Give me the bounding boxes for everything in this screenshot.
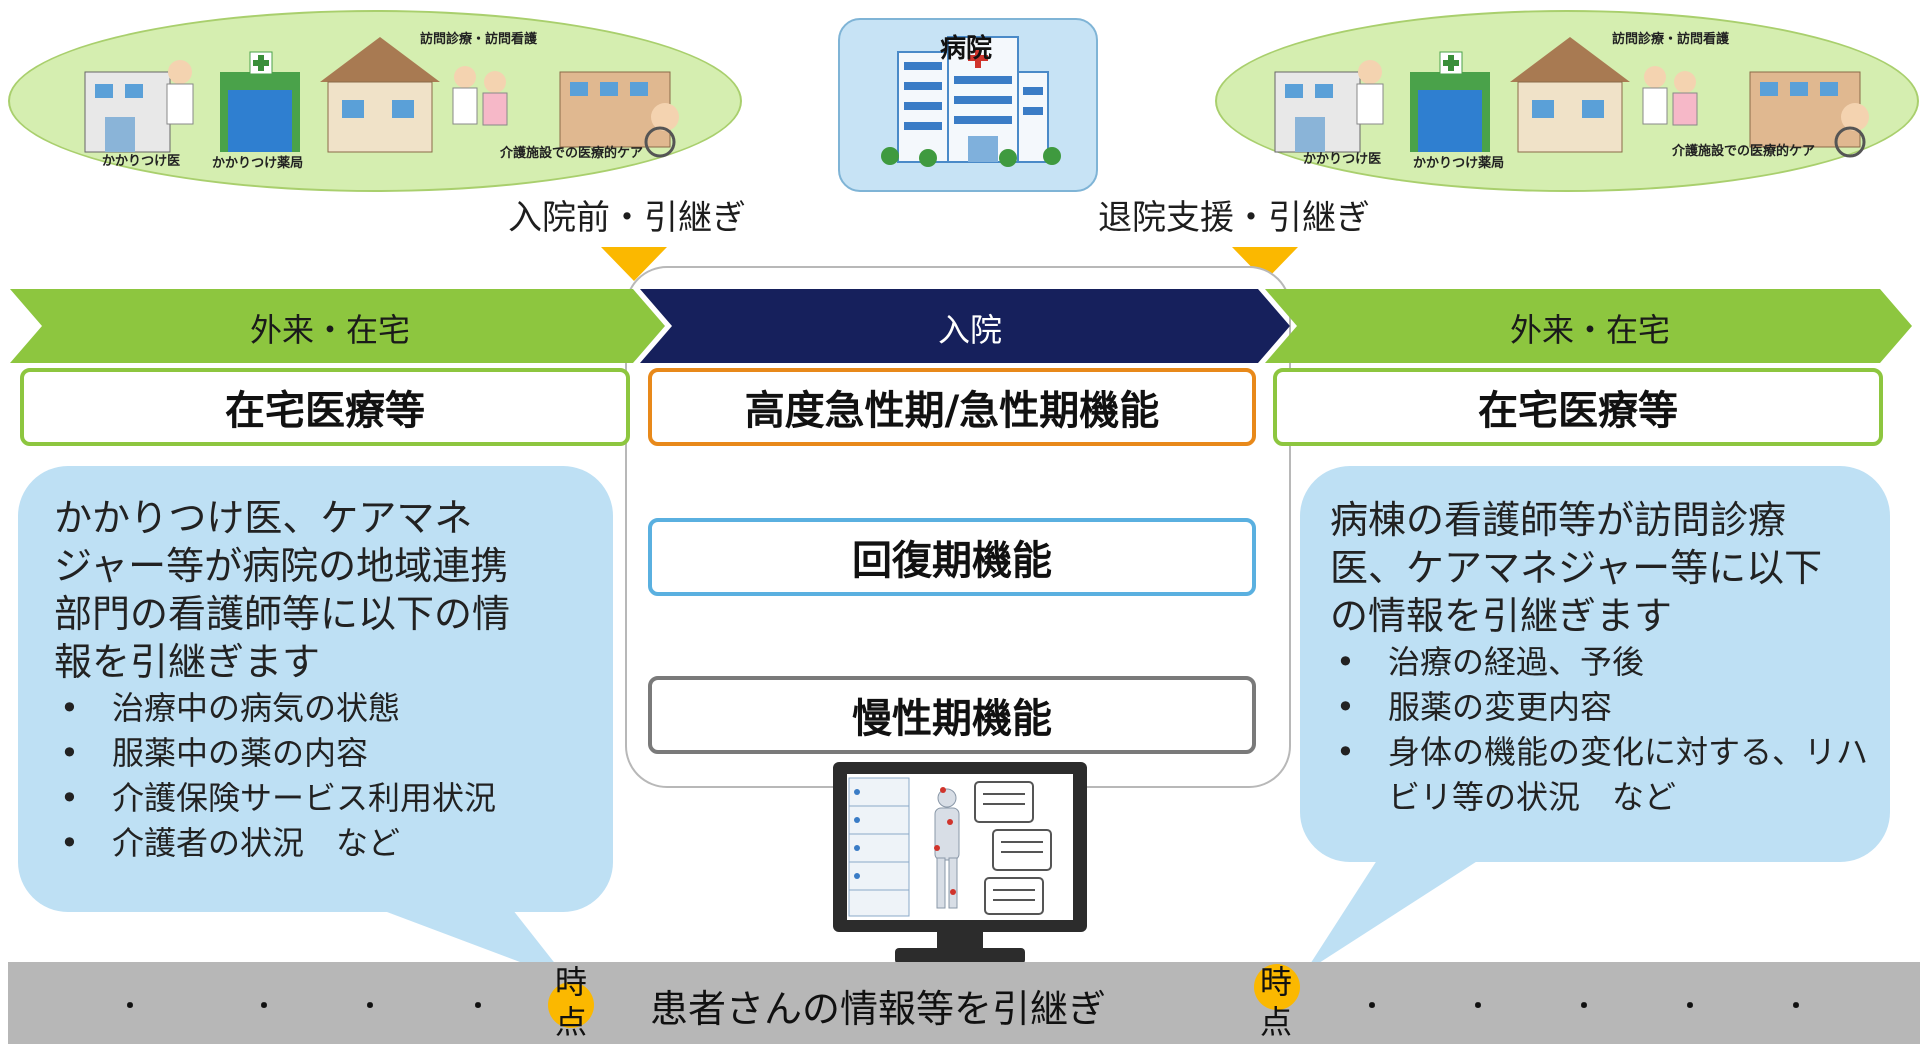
label-pharmacy: かかりつけ薬局 xyxy=(1413,156,1505,171)
label-home-visit: 訪問診療・訪問看護 xyxy=(420,32,538,47)
bullet-icon: • xyxy=(60,824,79,862)
intro-line: 病棟の看護師等が訪問診療 xyxy=(1330,498,1787,542)
label-care-facility: 介護施設での医療的ケア xyxy=(1672,144,1816,159)
left-speech-bubble: かかりつけ医、ケアマネ ジャー等が病院の地域連携 部門の看護師等に以下の情 報を… xyxy=(18,466,613,912)
bullet-icon: • xyxy=(1336,733,1355,771)
right-community-illustration xyxy=(1260,22,1880,172)
left-community-illustration xyxy=(70,22,690,172)
left-home-care-box: 在宅医療等 xyxy=(20,368,630,446)
community-buildings-icon xyxy=(84,37,679,158)
bullet-icon: • xyxy=(1336,688,1355,726)
hospital-building-icon xyxy=(868,32,1068,178)
label-care-facility: 介護施設での医療的ケア xyxy=(500,146,644,161)
discharge-handoff-label: 退院支援・引継ぎ xyxy=(1098,198,1370,238)
list-item-text: 介護保険サービス利用状況 xyxy=(112,779,497,817)
timeline-dot: ・ xyxy=(1784,992,1808,1020)
center-band-arrow xyxy=(640,289,1290,363)
intro-line: 部門の看護師等に以下の情 xyxy=(54,592,511,636)
timeline-dot: ・ xyxy=(1678,992,1702,1020)
timeline-dot: ・ xyxy=(358,992,382,1020)
right-band-label: 外来・在宅 xyxy=(1509,311,1670,349)
bullet-icon: • xyxy=(60,689,79,727)
list-item: • 介護者の状況 など xyxy=(54,821,585,866)
timeline-dot: ・ xyxy=(466,992,490,1020)
list-item: • 治療中の病気の状態 xyxy=(54,686,585,731)
admission-handoff-label: 入院前・引継ぎ xyxy=(508,198,746,238)
left-bubble-list: • 治療中の病気の状態 • 服薬中の薬の内容 • 介護保険サービス利用状況 • 介護者の… xyxy=(54,686,585,866)
intro-line: の情報を引継ぎます xyxy=(1330,594,1673,638)
bullet-icon: • xyxy=(60,734,79,772)
left-band-label: 外来・在宅 xyxy=(249,311,410,349)
list-item-text: 服薬中の薬の内容 xyxy=(112,734,369,772)
discharge-point-marker xyxy=(1254,964,1300,1010)
recovery-care-box: 回復期機能 xyxy=(648,518,1256,596)
admission-point-label: 時点 xyxy=(554,963,587,1041)
intro-line: かかりつけ医、ケアマネ xyxy=(54,496,473,540)
intro-line: 医、ケアマネジャー等に以下 xyxy=(1330,546,1823,590)
list-item-text: 身体の機能の変化に対する、リハビリ等の状況 など xyxy=(1388,733,1869,816)
timeline-bar xyxy=(8,962,1920,1044)
list-item-text: 服薬の変更内容 xyxy=(1388,688,1613,726)
left-band-arrow xyxy=(10,289,665,363)
timeline-caption: 患者さんの情報等を引継ぎ xyxy=(650,987,1107,1031)
list-item-text: 治療の経過、予後 xyxy=(1388,643,1645,681)
list-item: • 介護保険サービス利用状況 xyxy=(54,776,585,821)
timeline-dot: ・ xyxy=(1360,992,1384,1020)
label-family-doctor: かかりつけ医 xyxy=(1303,152,1382,167)
timeline-dot: ・ xyxy=(1466,992,1490,1020)
hospital-label: 病院 xyxy=(940,34,993,64)
list-item: • 服薬中の薬の内容 xyxy=(54,731,585,776)
label-pharmacy: かかりつけ薬局 xyxy=(212,156,304,171)
right-bubble-intro: 病棟の看護師等が訪問診療 医、ケアマネジャー等に以下 の情報を引継ぎます xyxy=(1330,496,1870,640)
list-item: • 身体の機能の変化に対する、リハビリ等の状況 など xyxy=(1330,730,1870,820)
list-item: • 治療の経過、予後 xyxy=(1330,640,1870,685)
right-speech-bubble: 病棟の看護師等が訪問診療 医、ケアマネジャー等に以下 の情報を引継ぎます • 治療… xyxy=(1300,466,1890,862)
intro-line: 報を引継ぎます xyxy=(54,640,321,684)
label-home-visit: 訪問診療・訪問看護 xyxy=(1612,32,1730,47)
center-band-label: 入院 xyxy=(937,311,1002,349)
list-item-text: 介護者の状況 など xyxy=(112,824,401,862)
list-item-text: 治療中の病気の状態 xyxy=(112,689,401,727)
phase-arrow-bands xyxy=(10,289,1912,363)
discharge-point-label: 時点 xyxy=(1259,963,1292,1041)
list-item: • 服薬の変更内容 xyxy=(1330,685,1870,730)
label-family-doctor: かかりつけ医 xyxy=(102,154,181,169)
left-bubble-intro: かかりつけ医、ケアマネ ジャー等が病院の地域連携 部門の看護師等に以下の情 報を… xyxy=(54,494,585,686)
chronic-care-box: 慢性期機能 xyxy=(648,676,1256,754)
bullet-icon: • xyxy=(1336,643,1355,681)
intro-line: ジャー等が病院の地域連携 xyxy=(54,544,509,588)
timeline-dot: ・ xyxy=(1572,992,1596,1020)
bullet-icon: • xyxy=(60,779,79,817)
right-bubble-list: • 治療の経過、予後 • 服薬の変更内容 • 身体の機能の変化に対する、リハビリ等の状… xyxy=(1330,640,1870,820)
acute-care-box: 高度急性期/急性期機能 xyxy=(648,368,1256,446)
right-band-arrow xyxy=(1265,289,1912,363)
community-buildings-icon xyxy=(1274,37,1869,158)
medical-record-monitor-icon xyxy=(833,762,1087,964)
timeline-dot: ・ xyxy=(118,992,142,1020)
admission-point-marker xyxy=(548,982,594,1028)
timeline-dot: ・ xyxy=(252,992,276,1020)
right-home-care-box: 在宅医療等 xyxy=(1273,368,1883,446)
